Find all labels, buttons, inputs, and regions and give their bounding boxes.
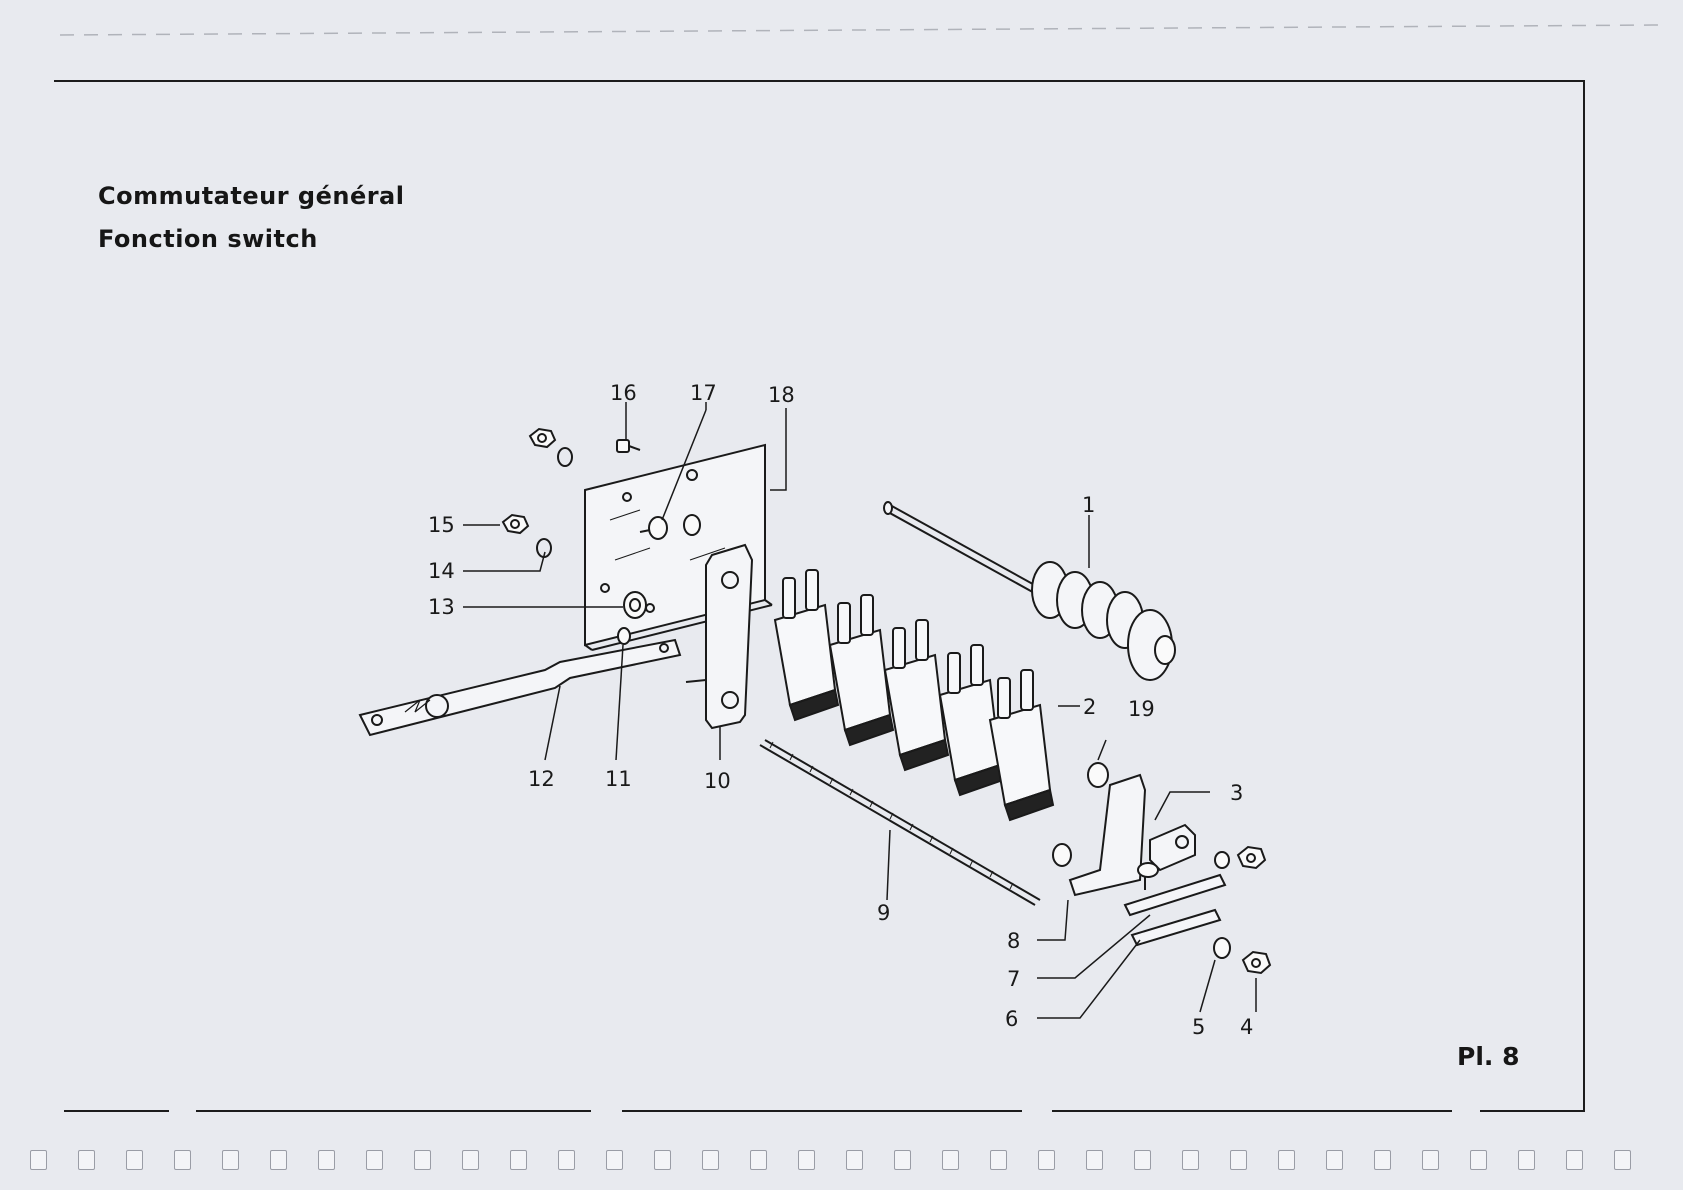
perforation-hole [366, 1150, 383, 1170]
perforation-hole [1566, 1150, 1583, 1170]
perforation-hole [222, 1150, 239, 1170]
perforation-hole [1374, 1150, 1391, 1170]
callout-5: 5 [1192, 1015, 1205, 1039]
top-dashed-line [60, 25, 1660, 35]
callout-14: 14 [428, 559, 455, 583]
perforation-strip [30, 1150, 1670, 1174]
callout-17: 17 [690, 381, 717, 405]
switch-blocks-2 [775, 570, 1053, 820]
perforation-hole [414, 1150, 431, 1170]
perforation-hole [318, 1150, 335, 1170]
perforation-hole [1614, 1150, 1631, 1170]
perforation-hole [654, 1150, 671, 1170]
callout-4: 4 [1240, 1015, 1253, 1039]
perforation-hole [270, 1150, 287, 1170]
callout-12: 12 [528, 767, 555, 791]
perforation-hole [1038, 1150, 1055, 1170]
callout-19: 19 [1128, 697, 1155, 721]
perforation-hole [1518, 1150, 1535, 1170]
perforation-hole [126, 1150, 143, 1170]
callout-2: 2 [1083, 695, 1096, 719]
callout-3: 3 [1230, 781, 1243, 805]
perforation-hole [1230, 1150, 1247, 1170]
callout-8: 8 [1007, 929, 1020, 953]
perforation-hole [1326, 1150, 1343, 1170]
callout-9: 9 [877, 901, 890, 925]
perforation-hole [942, 1150, 959, 1170]
perforation-hole [990, 1150, 1007, 1170]
callout-18: 18 [768, 383, 795, 407]
perforation-hole [78, 1150, 95, 1170]
side-bracket [1053, 763, 1145, 895]
clips-6-7 [1125, 875, 1225, 945]
perforation-hole [1470, 1150, 1487, 1170]
lever-12 [360, 640, 680, 735]
perforation-hole [846, 1150, 863, 1170]
perforation-hole [1422, 1150, 1439, 1170]
perforation-hole [1182, 1150, 1199, 1170]
washer-14 [537, 448, 572, 557]
callout-11: 11 [605, 767, 632, 791]
nut-15 [503, 429, 555, 533]
callout-15: 15 [428, 513, 455, 537]
perforation-hole [1278, 1150, 1295, 1170]
perforation-hole [558, 1150, 575, 1170]
perforation-hole [462, 1150, 479, 1170]
perforation-hole [510, 1150, 527, 1170]
callout-16: 16 [610, 381, 637, 405]
perforation-hole [894, 1150, 911, 1170]
perforation-hole [30, 1150, 47, 1170]
cover-plate-3 [1150, 825, 1195, 870]
perforation-hole [798, 1150, 815, 1170]
callout-13: 13 [428, 595, 455, 619]
callout-7: 7 [1007, 967, 1020, 991]
nuts-4 [1214, 847, 1270, 973]
callout-6: 6 [1005, 1007, 1018, 1031]
perforation-hole [1086, 1150, 1103, 1170]
bushing-13 [624, 592, 646, 618]
perforation-hole [702, 1150, 719, 1170]
perforation-hole [174, 1150, 191, 1170]
perforation-hole [1134, 1150, 1151, 1170]
perforation-hole [750, 1150, 767, 1170]
callout-10: 10 [704, 769, 731, 793]
screw-16 [617, 440, 640, 452]
clip-11 [618, 628, 630, 644]
perforation-hole [606, 1150, 623, 1170]
callout-1: 1 [1082, 493, 1095, 517]
